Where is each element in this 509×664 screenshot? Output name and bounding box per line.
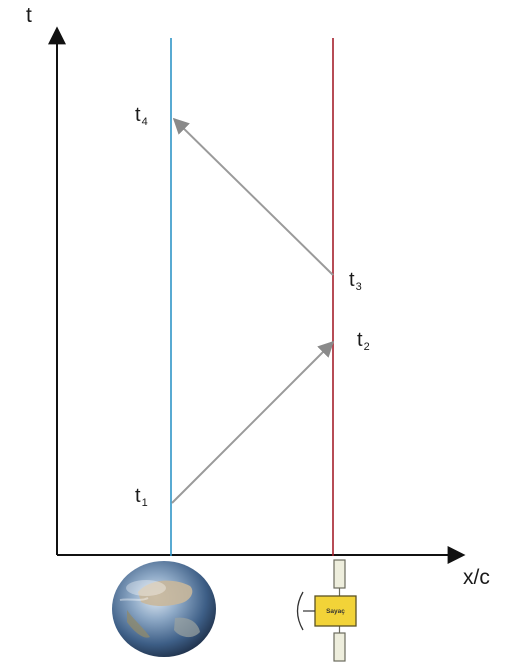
x-axis-label: x/c <box>463 566 490 589</box>
time-axis-label: t <box>26 4 32 27</box>
event-label-t3: t3 <box>349 269 362 293</box>
event-label-t1: t1 <box>135 485 148 509</box>
signal-up-arrow <box>171 340 335 504</box>
earth-globe-icon <box>112 561 216 657</box>
satellite-bottom-panel <box>333 632 346 662</box>
signal-back-arrow <box>172 117 334 276</box>
satellite-antenna-dish <box>296 591 304 631</box>
satellite-label: Sayaç <box>326 608 345 615</box>
satellite-body <box>314 595 357 627</box>
satellite-top-panel <box>333 559 346 589</box>
event-label-t2: t2 <box>357 329 370 353</box>
event-label-t4: t4 <box>135 104 148 128</box>
satellite-icon: Sayaç <box>296 559 357 662</box>
